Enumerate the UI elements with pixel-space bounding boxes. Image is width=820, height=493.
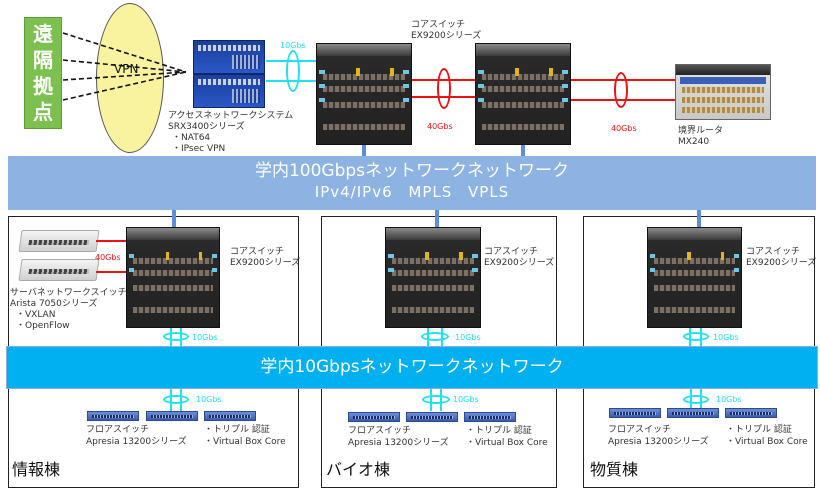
link-aggregation-ring-icon (163, 395, 189, 404)
link-aggregation-ring-icon (421, 332, 449, 341)
speed-label: 10Gbs (713, 333, 739, 342)
core-switch-chassis-icon (126, 227, 220, 328)
server-switch-feature: ・OpenFlow (16, 321, 70, 331)
remote-site-char: 遠 (33, 22, 53, 46)
core-switch-title: コアスイッチ (411, 20, 466, 30)
floor-switch-title: フロアスイッチ (608, 425, 672, 435)
speed-label: 10Gbs (453, 395, 479, 404)
core-switch-title: コアスイッチ (746, 247, 801, 257)
server-switch-title: サーバネットワークスイッチ (10, 288, 127, 298)
server-switch-icon (18, 259, 100, 281)
floor-switch-icon (406, 412, 458, 422)
floor-feature: ・Virtual Box Core (726, 437, 808, 447)
access-system-title: アクセスネットワークシステム (168, 111, 294, 121)
remote-site-box: 遠 隔 拠 点 (24, 17, 62, 129)
core-switch-title: コアスイッチ (230, 247, 285, 257)
vpn-tunnel-lines (62, 32, 187, 101)
floor-switch-icon (348, 412, 400, 422)
backbone-connector (435, 210, 439, 232)
speed-label: 10Gbs (716, 395, 742, 404)
border-router-model: MX240 (678, 137, 710, 147)
floor-switch-icon (464, 412, 516, 422)
server-switch-icon (18, 230, 100, 252)
link-aggregation-ring-icon (683, 332, 709, 341)
core-switch-chassis-icon (316, 43, 412, 145)
floor-switch-icon (609, 408, 661, 418)
access-feature: ・NAT64 (172, 133, 211, 143)
floor-feature: ・トリプル 認証 (726, 425, 792, 435)
floor-feature: ・トリプル 認証 (466, 426, 532, 436)
core-switch-model: EX9200シリーズ (411, 31, 482, 41)
speed-label: 10Gbs (455, 333, 481, 342)
floor-switch-icon (667, 408, 719, 418)
core-switch-title: コアスイッチ (484, 247, 539, 257)
access-system-model: SRX3400シリーズ (168, 122, 245, 132)
floor-switch-title: フロアスイッチ (348, 426, 412, 436)
speed-label: 40Gbs (427, 122, 453, 131)
floor-feature: ・Virtual Box Core (466, 438, 548, 448)
floor-switch-model: Apresia 13200シリーズ (86, 437, 187, 447)
backbone-connector (521, 145, 525, 157)
vpn-label: VPN (114, 62, 139, 76)
building-name: 物質棟 (590, 460, 639, 479)
link-40g (96, 271, 126, 273)
core-switch-model: EX9200シリーズ (746, 258, 817, 268)
speed-label: 40Gbs (611, 124, 637, 133)
link-aggregation-ring-icon (422, 395, 450, 404)
vpn-cloud (96, 3, 164, 153)
floor-feature: ・トリプル 認証 (204, 425, 270, 435)
srx-firewall-icon (193, 74, 265, 108)
speed-label: 40Gbs (95, 253, 121, 262)
backbone-10g-band: 学内10Gbpsネットワークネットワーク (6, 346, 818, 389)
link-aggregation-ring-icon (683, 395, 709, 404)
core-switch-model: EX9200シリーズ (484, 258, 555, 268)
border-router-title: 境界ルータ (678, 126, 724, 136)
link-40g (96, 240, 126, 242)
border-router-icon (675, 64, 771, 120)
floor-switch-icon (146, 411, 198, 421)
link-aggregation-ring-icon (286, 50, 300, 92)
core-switch-chassis-icon (647, 227, 742, 328)
floor-switch-title: フロアスイッチ (86, 425, 150, 435)
speed-label: 10Gbs (192, 333, 218, 342)
backbone-connector (362, 145, 366, 157)
floor-switch-icon (87, 411, 139, 421)
building-name: 情報棟 (12, 460, 61, 479)
floor-switch-icon (725, 408, 777, 418)
backbone-100g-band: 学内100Gbpsネットワークネットワーク IPv4/IPv6 MPLS VPL… (8, 156, 816, 210)
backbone-100g-title: 学内100Gbpsネットワークネットワーク (254, 161, 570, 181)
core-switch-chassis-icon (475, 43, 571, 145)
speed-label: 10Gbs (196, 395, 222, 404)
link-aggregation-ring-icon (614, 72, 628, 108)
srx-firewall-icon (193, 40, 265, 74)
floor-switch-icon (204, 411, 256, 421)
link-aggregation-ring-icon (163, 332, 189, 341)
remote-site-char: 点 (33, 100, 53, 124)
floor-switch-model: Apresia 13200シリーズ (608, 437, 709, 447)
server-switch-model: Arista 7050シリーズ (10, 299, 98, 309)
floor-switch-model: Apresia 13200シリーズ (348, 438, 449, 448)
access-feature: ・IPsec VPN (172, 144, 226, 154)
speed-label: 10Gbs (280, 41, 306, 50)
building-name: バイオ棟 (326, 460, 391, 479)
remote-site-char: 拠 (33, 74, 53, 98)
server-switch-feature: ・VXLAN (16, 310, 56, 320)
remote-site-char: 隔 (33, 48, 53, 72)
backbone-100g-protocols: IPv4/IPv6 MPLS VPLS (314, 183, 510, 201)
backbone-connector (697, 210, 701, 232)
core-switch-model: EX9200シリーズ (230, 258, 301, 268)
core-switch-chassis-icon (385, 227, 481, 328)
backbone-connector (172, 210, 176, 232)
link-aggregation-ring-icon (437, 68, 451, 109)
floor-feature: ・Virtual Box Core (204, 437, 286, 447)
